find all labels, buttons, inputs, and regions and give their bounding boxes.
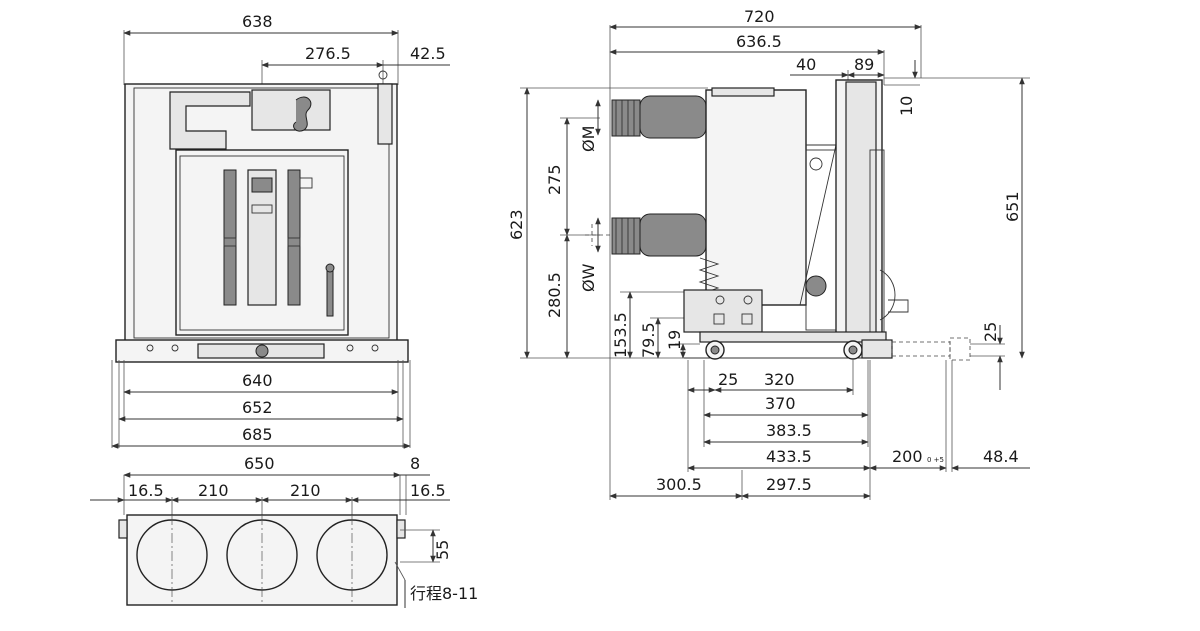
- dim-320: 320: [764, 370, 795, 389]
- dim-200-tol: 0 +5: [927, 456, 944, 464]
- dim-720: 720: [744, 7, 775, 26]
- base-screw: [255, 344, 269, 358]
- dim-685: 685: [242, 425, 273, 444]
- dim-370: 370: [765, 394, 796, 413]
- dim-25-right: 25: [981, 322, 1000, 342]
- dim-210-a: 210: [198, 481, 229, 500]
- dim-200: 200: [892, 447, 923, 466]
- dim-dia-m: ØM: [579, 126, 598, 152]
- dim-640: 640: [242, 371, 273, 390]
- dim-40: 40: [796, 55, 816, 74]
- lower-arm: [639, 213, 707, 257]
- dim-19: 19: [665, 330, 684, 350]
- dim-89: 89: [854, 55, 874, 74]
- dim-652: 652: [242, 398, 273, 417]
- spring: [698, 257, 720, 295]
- dim-651: 651: [1003, 191, 1022, 222]
- dim-8: 8: [410, 454, 420, 473]
- dim-650: 650: [244, 454, 275, 473]
- indicator-window: [251, 177, 273, 193]
- dim-623: 623: [507, 209, 526, 240]
- front-view: 638 276.5 42.5: [111, 12, 450, 449]
- dim-210-b: 210: [290, 481, 321, 500]
- dim-300-5: 300.5: [656, 475, 702, 494]
- top-view: 650 8 16.5 210 210 16.5 55 行程8-11: [90, 454, 478, 608]
- dim-433-5: 433.5: [766, 447, 812, 466]
- dim-280-5: 280.5: [545, 272, 564, 318]
- dim-638: 638: [242, 12, 273, 31]
- lower-contact: [611, 217, 641, 255]
- dim-10: 10: [897, 96, 916, 116]
- upper-arm: [639, 95, 707, 139]
- dim-dia-w: ØW: [579, 263, 598, 292]
- dim-275: 275: [545, 164, 564, 195]
- dim-383-5: 383.5: [766, 421, 812, 440]
- hook-icon: [293, 96, 312, 132]
- breaker-body: [705, 89, 807, 306]
- dim-25: 25: [718, 370, 738, 389]
- dim-16-5-right: 16.5: [410, 481, 446, 500]
- dim-153-5: 153.5: [611, 312, 630, 358]
- dim-48-4: 48.4: [983, 447, 1019, 466]
- dim-636-5: 636.5: [736, 32, 782, 51]
- dim-42-5: 42.5: [410, 44, 446, 63]
- stroke-label: 行程8-11: [410, 584, 478, 603]
- dim-79-5: 79.5: [639, 322, 658, 358]
- dim-16-5-left: 16.5: [128, 481, 164, 500]
- side-view: 720 636.5 40 89 10 651 623 275 280.5 ØM …: [507, 7, 1030, 500]
- dim-276-5: 276.5: [305, 44, 351, 63]
- dim-297-5: 297.5: [766, 475, 812, 494]
- dim-55: 55: [433, 540, 452, 560]
- top-busbar: [169, 91, 251, 150]
